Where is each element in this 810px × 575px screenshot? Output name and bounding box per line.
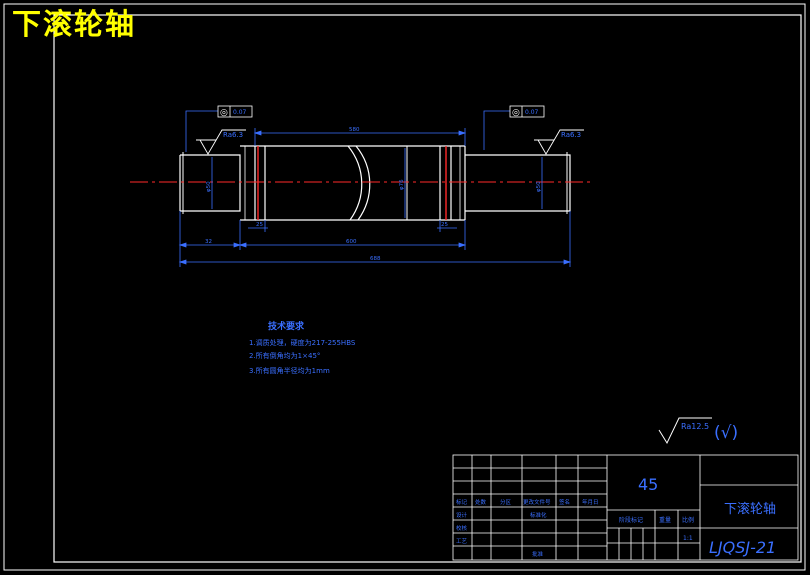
gdt-right-leader [483,110,510,150]
tech-req-line-2: 2.所有倒角均为1×45° [249,351,320,360]
gdt-left-symbol-icon: ◎ [220,108,228,118]
rough-left-text: Ra6.3 [223,131,243,139]
title-block-frame [452,454,799,561]
dim-580-text: 580 [349,127,360,133]
tb-change-doc-label: 更改文件号 [523,498,551,506]
tech-req-title: 技术要求 [268,320,305,332]
general-rough-icon [658,417,712,445]
tb-check-label: 校核 [456,524,468,532]
general-rough-text: Ra12.5 [681,422,709,431]
tb-weight-label: 重量 [659,516,671,524]
tb-signature-label: 签名 [559,498,570,506]
gdt-left-value: 0.07 [233,109,247,116]
groove-marks [257,146,447,220]
tb-scale: 1:1 [683,535,693,542]
gdt-frame-right: ◎ 0.07 [483,105,545,150]
shaft-view [179,145,571,221]
inner-frame [53,14,802,563]
rough-right-text: Ra6.3 [561,131,581,139]
tech-requirements: 技术要求 1.调质处理，硬度为217-255HBS 2.所有倒角均为1×45° … [249,320,356,375]
gdt-right-value: 0.07 [525,109,539,116]
gdt-frame-left: ◎ 0.07 [185,105,253,152]
roughness-symbols [196,129,584,155]
dim-phi-left-text: φ50 [206,181,212,192]
tech-req-line-1: 1.调质处理，硬度为217-255HBS [249,338,356,347]
gdt-left-box [217,105,253,118]
dimension-lines [178,128,572,267]
dim-25-right-text: 25 [441,222,448,228]
gdt-right-box [509,105,545,118]
drawing-heading: 下滚轮轴 [12,7,137,41]
tb-drawing-no: LJQSJ-21 [709,538,776,557]
gdt-left-leader [185,110,218,152]
general-rough-mark: (√) [714,423,738,443]
right-journal [465,154,571,212]
outer-frame [3,3,806,571]
rough-right-icon [537,129,584,155]
tb-scale-label: 比例 [682,516,694,524]
tb-design-label: 设计 [456,511,468,519]
title-block [452,454,799,561]
break-line-left [347,145,363,221]
dim-arrows [178,130,572,265]
left-journal [180,154,241,212]
tb-material: 45 [638,475,658,494]
tb-standardize-label: 标准化 [530,511,547,519]
tech-req-line-3: 3.所有圆角半径均为1mm [249,366,330,375]
gdt-right-symbol-icon: ◎ [512,108,520,118]
dim-32-text: 32 [205,239,212,245]
dim-688-text: 688 [370,256,381,262]
dim-phi-right-text: φ50 [536,181,542,192]
break-line-right [355,145,371,221]
tb-date-label: 年月日 [582,498,599,506]
title-block-texts: 45 下滚轮轴 LJQSJ-21 1:1 阶段标记 重量 比例 标记 处数 分区… [456,475,776,558]
tb-zone-label: 分区 [500,498,512,506]
dimension-texts: 580 600 688 32 25 25 φ50 φ76 φ50 [205,127,542,262]
general-roughness: Ra12.5 (√) [658,417,738,445]
tb-approve-label: 批准 [532,550,544,558]
tb-stage-label: 阶段标记 [619,516,643,524]
tb-craft-label: 工艺 [456,538,468,545]
tb-count-label: 处数 [475,498,487,506]
tb-part-name: 下滚轮轴 [724,501,776,517]
tb-mark-label: 标记 [456,498,468,506]
dim-25-left-text: 25 [256,222,263,228]
rough-left-icon [199,129,246,155]
left-shoulder [240,145,256,221]
dim-600-text: 600 [346,239,357,245]
dim-phi-mid-text: φ76 [399,179,405,190]
